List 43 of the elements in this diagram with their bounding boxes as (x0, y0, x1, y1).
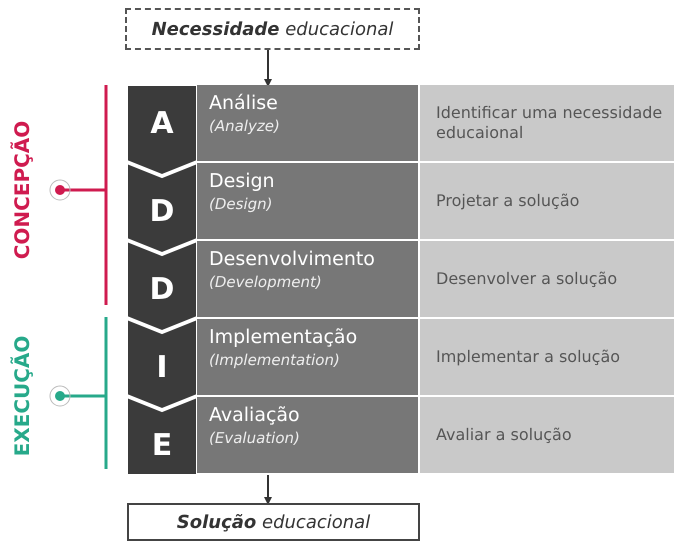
description-cell (418, 85, 674, 163)
phase-letter: D (148, 195, 176, 229)
box-label: Necessidade educacional (152, 18, 394, 40)
letter-tab (127, 397, 197, 475)
phase-cell (197, 241, 418, 319)
phase-name: Desenvolvimento (209, 247, 375, 271)
phase-letter: A (149, 107, 175, 141)
phase-cell (197, 319, 418, 397)
description-text: Avaliar a solução (436, 425, 573, 445)
description-text: Identificar uma necessidade educaional (436, 103, 664, 143)
phase-english-name: (Development) (209, 272, 322, 293)
phase-cell (197, 85, 418, 163)
result-box (127, 503, 420, 541)
phase-name: Design (209, 169, 275, 193)
description-text: Desenvolver a solução (436, 269, 618, 289)
phase-cell (197, 397, 418, 475)
phase-name: Implementação (209, 325, 358, 349)
arrow (264, 50, 272, 87)
phase-english-name: (Design) (209, 194, 272, 215)
phase-name: Análise (209, 91, 278, 115)
box-label: Solução educacional (176, 512, 370, 532)
phase-english-name: (Implementation) (209, 350, 340, 371)
description-cell (418, 163, 674, 241)
arrow (264, 475, 272, 505)
description-cell (418, 397, 674, 475)
letter-tab (127, 319, 197, 411)
group-label: EXECUÇÃO (10, 334, 34, 458)
phase-cell (197, 163, 418, 241)
description-cell (418, 319, 674, 397)
letter-tab (127, 163, 197, 255)
group-label: CONCEPÇÃO (10, 120, 34, 262)
description-text: Implementar a solução (436, 347, 622, 367)
letter-tab (127, 85, 197, 177)
phase-letter: D (148, 273, 176, 307)
phase-letter: E (150, 429, 174, 463)
letter-tab (127, 241, 197, 333)
start-box (125, 8, 420, 50)
phase-english-name: (Analyze) (209, 116, 280, 137)
phase-name: Avaliação (209, 403, 300, 427)
phase-letter: I (155, 351, 169, 385)
description-text: Projetar a solução (436, 191, 580, 211)
description-cell (418, 241, 674, 319)
phase-english-name: (Evaluation) (209, 428, 300, 449)
